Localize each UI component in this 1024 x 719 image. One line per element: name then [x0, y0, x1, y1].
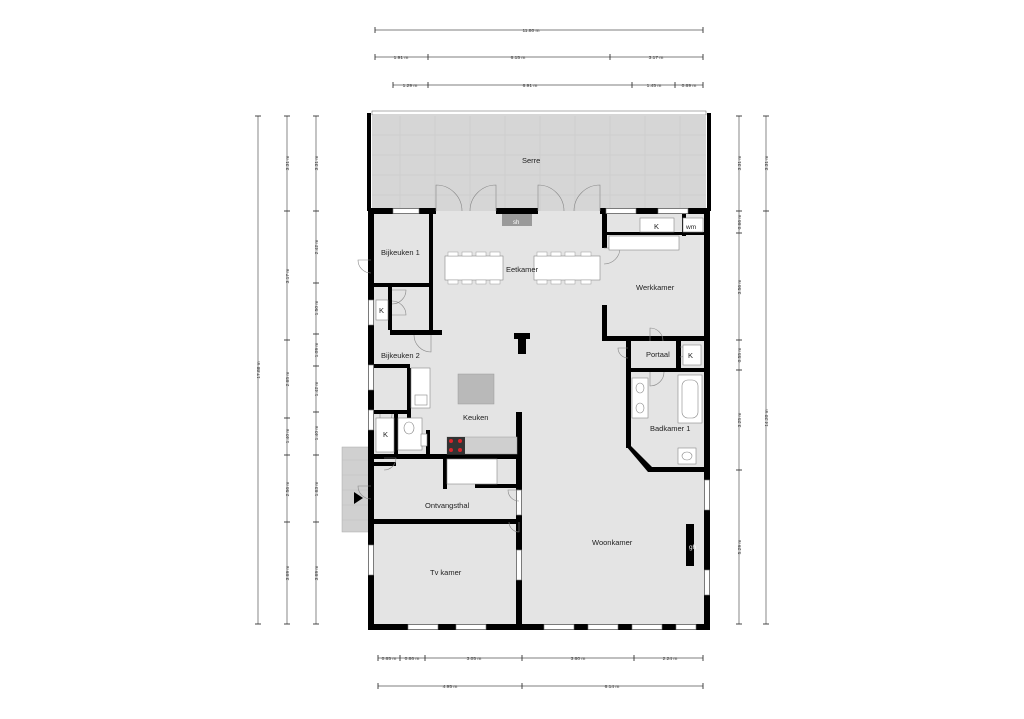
dim-bottom-row2-b: 6.14 m	[605, 684, 620, 690]
dim-bottom-row2-a: 4.95 m	[443, 684, 458, 690]
fixture-wm: wm	[685, 224, 696, 231]
fixture-gh: gh	[689, 544, 697, 551]
room-labels: Serre Eetkamer Werkkamer Bijkeuken 1 Bij…	[381, 156, 690, 577]
dim-bottom-row1-b: 0.86 m	[405, 656, 420, 662]
room-label-keuken: Keuken	[463, 413, 488, 422]
sh-cabinet	[502, 214, 532, 226]
dim-left-c2-f: 3.69 m	[285, 566, 291, 581]
dimensions-bottom: 0.65 m 0.86 m 3.05 m 3.60 m 2.24 m 4.95 …	[377, 655, 704, 690]
dim-top-row3-a: 1.29 m	[403, 83, 418, 89]
fixture-k-bijkeuken1: K	[379, 306, 384, 315]
fixture-labels: K wm sh K K K gh	[379, 220, 697, 551]
dim-right-c2-a: 3.31 m	[764, 156, 770, 171]
dim-top-row2-b: 6.15 m	[511, 55, 526, 61]
windows	[368, 110, 710, 630]
dim-bottom-row1-c: 3.05 m	[467, 656, 482, 662]
dim-bottom-row1-e: 2.24 m	[663, 656, 678, 662]
serre-grid	[372, 116, 706, 211]
dim-left-c3-c: 1.50 m	[314, 301, 320, 316]
dim-bottom-row1-d: 3.60 m	[571, 656, 586, 662]
dim-left-c3-f: 1.40 m	[314, 426, 320, 441]
room-label-werkkamer: Werkkamer	[636, 283, 675, 292]
fixture-k-hall: K	[383, 430, 388, 439]
dim-left-c3-e: 1.42 m	[314, 382, 320, 397]
room-label-eetkamer: Eetkamer	[506, 265, 539, 274]
dim-right-overall: 14.20 m	[764, 409, 770, 426]
dim-top-row3-d: 0.69 m	[682, 83, 697, 89]
fixtures	[354, 214, 704, 504]
dim-right-c1-c: 3.56 m	[737, 280, 743, 295]
dim-left-c3-g: 1.63 m	[314, 482, 320, 497]
dim-right-c1-a: 3.31 m	[737, 156, 743, 171]
dimensions-top: 11.80 m 1.91 m 6.15 m 3.17 m 1.29 m 6.91…	[374, 27, 704, 89]
dim-right-c1-d: 0.55 m	[737, 348, 743, 363]
entrance-arrow-icon	[354, 492, 363, 504]
dimensions-left: 17.88 m 3.31 m 3.17 m 2.65 m 1.40 m 2.56…	[255, 115, 320, 625]
dim-left-c3-b: 2.42 m	[314, 240, 320, 255]
dim-top-row2-a: 1.91 m	[394, 55, 409, 61]
dimensions-right: 3.31 m 0.66 m 3.56 m 0.55 m 3.25 m 5.29 …	[736, 115, 770, 625]
dim-top-row3-b: 6.91 m	[523, 83, 538, 89]
room-label-bijkeuken1: Bijkeuken 1	[381, 248, 420, 257]
room-label-woonkamer: Woonkamer	[592, 538, 633, 547]
dim-bottom-row1-a: 0.65 m	[382, 656, 397, 662]
dim-top-row2-c: 3.17 m	[649, 55, 664, 61]
kitchen-island	[457, 373, 495, 405]
dim-left-c2-d: 1.40 m	[285, 429, 291, 444]
dim-top-overall: 11.80 m	[523, 28, 540, 34]
dim-left-c3-a: 3.31 m	[314, 156, 320, 171]
room-label-badkamer1: Badkamer 1	[650, 424, 690, 433]
dim-left-c2-e: 2.56 m	[285, 482, 291, 497]
doors	[357, 184, 691, 533]
dim-left-c3-d: 1.09 m	[314, 343, 320, 358]
room-label-ontvangsthal: Ontvangsthal	[425, 501, 470, 510]
dim-left-c2-b: 3.17 m	[285, 269, 291, 284]
room-label-tvkamer: Tv kamer	[430, 568, 462, 577]
dim-right-c1-f: 5.29 m	[737, 540, 743, 555]
dim-right-c1-b: 0.66 m	[737, 215, 743, 230]
dim-left-c3-h: 3.69 m	[314, 566, 320, 581]
fixture-sh: sh	[513, 220, 519, 226]
room-label-serre: Serre	[522, 156, 540, 165]
dim-top-row3-c: 1.45 m	[647, 83, 662, 89]
room-label-bijkeuken2: Bijkeuken 2	[381, 351, 420, 360]
dim-right-c1-e: 3.25 m	[737, 413, 743, 428]
fixture-k-werkkamer: K	[654, 222, 659, 231]
fixture-k-portaal: K	[688, 351, 693, 360]
room-label-portaal: Portaal	[646, 350, 670, 359]
entrance-step	[341, 446, 373, 533]
dim-left-c2-c: 2.65 m	[285, 372, 291, 387]
floors	[341, 116, 706, 627]
dim-left-overall: 17.88 m	[256, 361, 262, 378]
dim-left-c2-a: 3.31 m	[285, 156, 291, 171]
